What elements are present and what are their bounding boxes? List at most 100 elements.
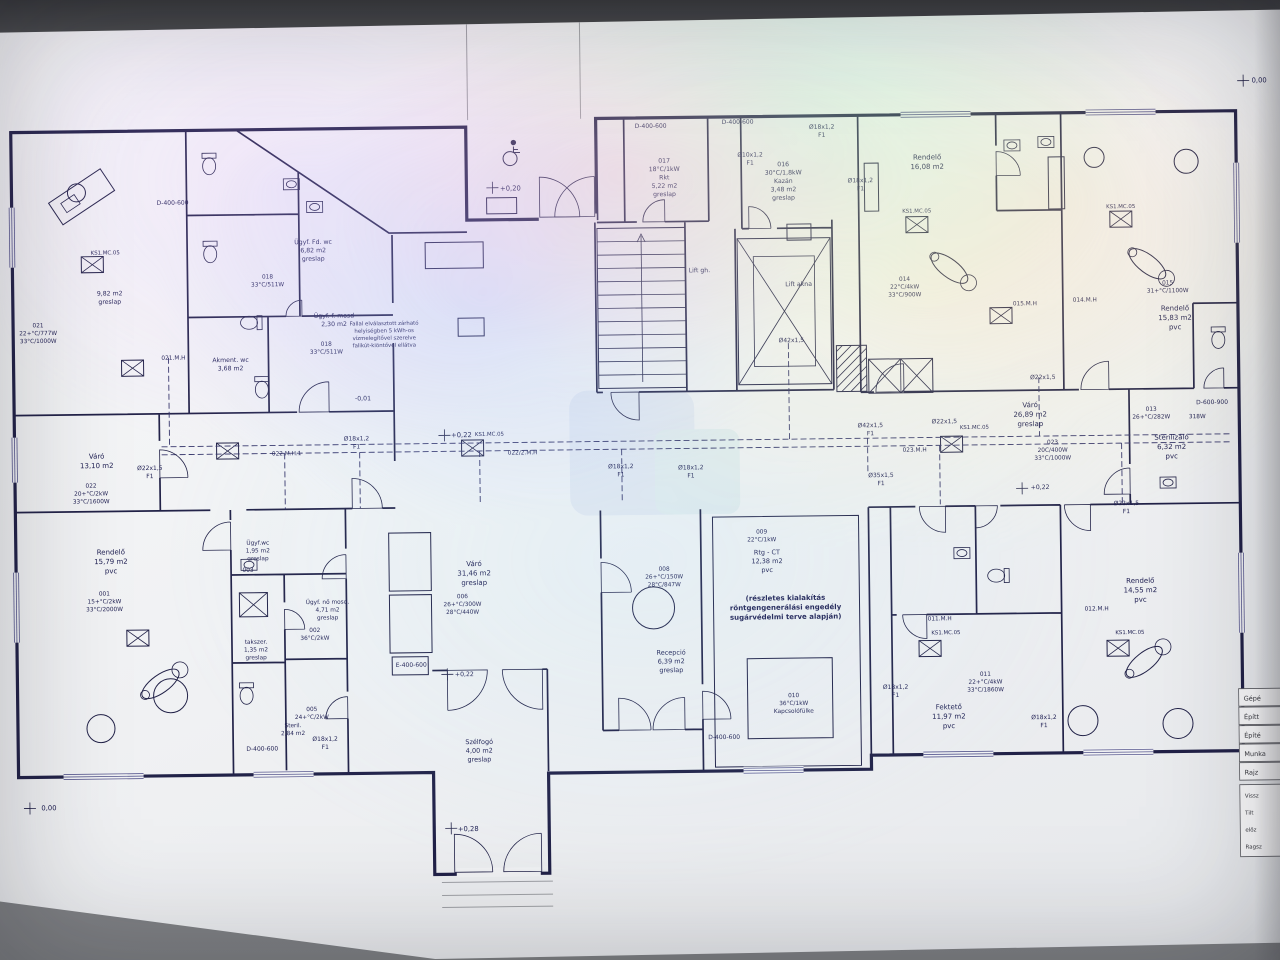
door-arc [600, 562, 632, 593]
hatch-line [841, 365, 867, 392]
unit-cross [81, 256, 104, 274]
dental-chair-icon [1124, 638, 1172, 679]
chair-body [1128, 248, 1167, 280]
title-block-note: Ragsz [1245, 844, 1261, 850]
title-block-row [1238, 743, 1280, 763]
door-arc [875, 363, 905, 393]
round-furniture-icon [1067, 705, 1099, 737]
window-icon [1235, 162, 1238, 243]
room-fekteto: Fektető11,97 m2pvc [932, 702, 966, 730]
toilet-tank [201, 152, 217, 159]
hatch-line [836, 345, 843, 352]
level-hall: +0,22 [451, 431, 472, 439]
door-arc [902, 614, 928, 639]
furniture-rect-icon [457, 317, 485, 337]
mh-011: 011.M.H [928, 616, 952, 622]
toilet-tank [239, 682, 254, 689]
door-arc [554, 176, 596, 218]
door-arc [1063, 504, 1092, 531]
fancoil-unit-icon [460, 439, 485, 457]
rad-001: 00115+°C/2kW33°C/2000W [86, 591, 123, 613]
elevator-cross [738, 237, 831, 385]
furniture-rect-icon [486, 196, 518, 215]
unit-tr-2: KS1.MC.05 [1106, 204, 1135, 210]
mh-014: 014.M.H [1073, 297, 1097, 303]
heating-pipe-line [1121, 443, 1123, 505]
chair-lamp [140, 690, 150, 700]
dental-chair-icon [1127, 247, 1175, 287]
dim-left-d400: D-400-600 [157, 199, 189, 206]
toilet-bowl [240, 315, 258, 330]
interior-walls-topright [860, 112, 1239, 394]
toilet-tank [1210, 326, 1226, 333]
rad-006: 00626+°C/300W28°C/440W [443, 594, 481, 616]
door-arc [325, 696, 349, 720]
title-block-note: Tilt [1244, 811, 1254, 817]
desk-top [47, 168, 116, 226]
level-marker-icon [486, 181, 499, 194]
window-icon [743, 769, 804, 772]
window-icon [15, 572, 18, 643]
heating-pipe-line [284, 453, 286, 510]
fancoil-unit-icon [1109, 210, 1133, 228]
toilet-bowl [239, 686, 254, 705]
dim-018-h: Ø18x1,2F1 [1031, 714, 1057, 729]
level-entry: +0,20 [500, 184, 521, 192]
sink-icon [240, 558, 258, 571]
dim-top-c: Ø18x1,2F1 [809, 124, 835, 139]
round-furniture-icon [1162, 707, 1194, 739]
sink-counter [240, 558, 258, 571]
watermark [569, 389, 741, 516]
toilet-icon [254, 376, 270, 399]
window-icon [743, 767, 804, 769]
crossed-duct-icon [868, 357, 934, 394]
toilet-icon [239, 682, 254, 705]
title-block-row [1238, 724, 1280, 744]
toilet-bowl [203, 245, 218, 264]
level-vest: +0,22 [455, 671, 474, 678]
title-block-label: Építt [1244, 712, 1260, 721]
unit-outline [989, 306, 1013, 325]
rad-018b: 01833°C/511W [310, 342, 344, 356]
door-arc [918, 505, 947, 533]
sink-counter [953, 547, 971, 560]
stairs-direction-arrow [640, 235, 644, 382]
mh-021: 021.M.H [161, 356, 185, 362]
door-arc [618, 697, 652, 731]
title-block-notes [1239, 783, 1280, 858]
unit-cross [1109, 210, 1132, 228]
toilet-bowl [1211, 331, 1226, 349]
rad-013b: 318W [1189, 414, 1206, 420]
unit-cross [126, 629, 150, 647]
dim-018-e: Ø18x1,2F1 [608, 463, 634, 478]
dental-chair-icon [140, 661, 189, 700]
toilet-icon [1210, 326, 1226, 349]
unit-cross [121, 359, 144, 377]
dim-022-r2: Ø22x1,5 [932, 418, 958, 425]
window-icon [1240, 552, 1243, 633]
door-arc [503, 832, 543, 873]
dim-022-r1: Ø22x1,5 [1030, 374, 1056, 381]
shaft-hatch-icon [835, 344, 868, 393]
dim-018-f: Ø18x1,2F1 [678, 464, 704, 479]
window-icon [923, 750, 994, 753]
duct-outline [238, 592, 269, 618]
hatch-line [836, 345, 861, 370]
fancoil-unit-icon [120, 359, 145, 377]
wheelchair-icon [502, 139, 520, 167]
furniture-rect-icon [391, 656, 429, 676]
chair-lamp [1124, 668, 1135, 679]
note-rtg: (részletes kialakításröntgengenerálási e… [730, 594, 842, 622]
rad-003: 003 [243, 568, 254, 574]
room-rendelo-1583: Rendelő15,83 m2pvc [1158, 303, 1192, 331]
room-szelfogo: Szélfogó4,00 m2greslap [465, 738, 493, 764]
window-icon [1233, 162, 1236, 243]
sink-icon [953, 547, 971, 560]
dim-042-a: Ø42x1,5 [779, 337, 805, 344]
level-marker-icon [23, 802, 36, 815]
toilet-bowl [987, 568, 1006, 583]
door-arc [202, 521, 232, 551]
heating-pipe-line [939, 445, 941, 505]
fancoil-unit-icon [216, 442, 240, 460]
round-furniture-icon [86, 714, 116, 744]
